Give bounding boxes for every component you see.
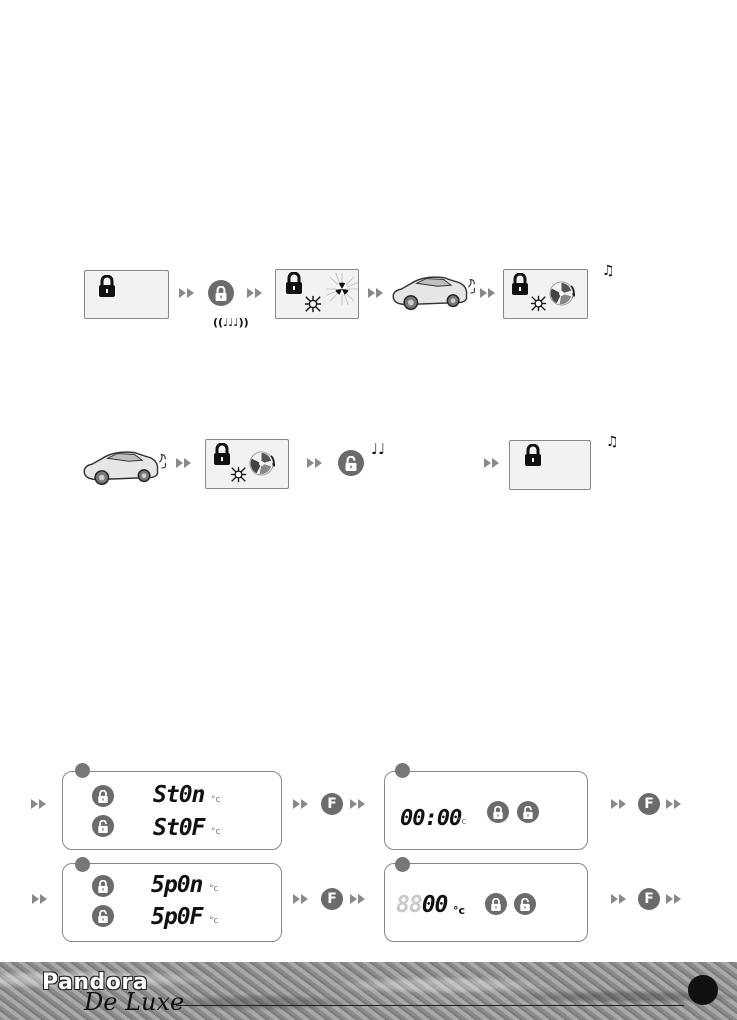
fast-forward-arrow-icon bbox=[176, 458, 192, 468]
lock-closed-icon bbox=[97, 880, 109, 893]
fast-forward-arrow-icon bbox=[31, 799, 47, 809]
lock-closed-icon bbox=[97, 275, 117, 297]
car-icon bbox=[387, 268, 475, 316]
segment-display-stop-on: 5p0n bbox=[151, 872, 203, 898]
degree-unit-label: °c bbox=[457, 817, 467, 827]
unlock-button[interactable] bbox=[514, 893, 536, 915]
fast-forward-arrow-icon bbox=[368, 288, 384, 298]
fan-icon bbox=[548, 280, 575, 307]
f-button[interactable]: F bbox=[321, 793, 343, 815]
settings-panel-temperature: 8800 °c bbox=[384, 857, 588, 942]
settings-panel-time: 00:00 °c bbox=[384, 763, 588, 850]
unlock-button[interactable] bbox=[92, 815, 114, 837]
degree-unit-label: °c bbox=[453, 904, 466, 917]
fan-icon bbox=[248, 450, 275, 477]
lock-button[interactable] bbox=[92, 785, 114, 807]
degree-unit-label: °c bbox=[211, 827, 221, 837]
fast-forward-arrow-icon bbox=[350, 799, 366, 809]
lock-closed-icon bbox=[523, 444, 543, 466]
engine-start-icon bbox=[304, 295, 322, 313]
segment-display-temperature: 8800 bbox=[396, 892, 449, 918]
lock-closed-icon bbox=[510, 273, 530, 295]
page-number-circle bbox=[688, 975, 718, 1005]
lock-open-icon bbox=[522, 806, 534, 819]
lock-open-icon bbox=[519, 898, 531, 911]
settings-panel-stop: 5p0n °c 5p0F °c bbox=[62, 857, 282, 942]
temperature-value: 00 bbox=[421, 892, 449, 918]
brand-logo-deluxe: De Luxe bbox=[84, 988, 185, 1016]
fast-forward-arrow-icon bbox=[480, 288, 496, 298]
segment-display-time: 00:00 bbox=[400, 806, 462, 831]
fast-forward-arrow-icon bbox=[307, 458, 323, 468]
lcd-engine-start-display bbox=[275, 269, 359, 319]
fast-forward-arrow-icon bbox=[611, 799, 627, 809]
lcd-armed-display bbox=[509, 440, 591, 490]
settings-panel-start: St0n °c St0F °c bbox=[62, 763, 282, 850]
unlock-button[interactable] bbox=[517, 801, 539, 823]
f-button[interactable]: F bbox=[638, 888, 660, 910]
panel-number-badge bbox=[75, 763, 90, 778]
footer-rule bbox=[176, 1005, 684, 1006]
fast-forward-arrow-icon bbox=[611, 894, 627, 904]
panel-number-badge bbox=[395, 763, 410, 778]
lock-button[interactable] bbox=[208, 280, 234, 306]
lock-closed-icon bbox=[97, 790, 109, 803]
lock-closed-icon bbox=[212, 443, 232, 465]
fast-forward-arrow-icon bbox=[247, 288, 263, 298]
f-button[interactable]: F bbox=[638, 793, 660, 815]
lcd-running-display bbox=[503, 269, 588, 319]
ghost-segments: 88 bbox=[396, 892, 423, 918]
fast-forward-arrow-icon bbox=[484, 458, 500, 468]
segment-display-start-on: St0n bbox=[153, 782, 205, 808]
music-note-icon: ♩♩ bbox=[371, 440, 386, 458]
hazard-blink-icon bbox=[326, 273, 358, 305]
unlock-button[interactable] bbox=[338, 450, 364, 476]
lock-open-icon bbox=[97, 910, 109, 923]
lcd-armed-display bbox=[84, 270, 169, 319]
car-icon bbox=[78, 443, 166, 491]
engine-start-icon bbox=[230, 466, 247, 483]
panel-number-badge bbox=[395, 857, 410, 872]
panel-number-badge bbox=[75, 857, 90, 872]
brand-logo-pandora: Pandora bbox=[42, 970, 149, 995]
lock-closed-icon bbox=[490, 898, 502, 911]
lock-closed-icon bbox=[214, 286, 228, 301]
fast-forward-arrow-icon bbox=[293, 894, 309, 904]
lock-open-icon bbox=[344, 456, 358, 471]
lock-button[interactable] bbox=[485, 893, 507, 915]
f-button[interactable]: F bbox=[321, 888, 343, 910]
engine-start-icon bbox=[530, 295, 547, 312]
music-note-icon: ♫ bbox=[602, 263, 615, 279]
lock-button[interactable] bbox=[487, 801, 509, 823]
degree-unit-label: °c bbox=[209, 884, 219, 894]
lock-open-icon bbox=[97, 820, 109, 833]
unlock-button[interactable] bbox=[92, 905, 114, 927]
music-note-icon: ♫ bbox=[606, 434, 619, 450]
degree-unit-label: °c bbox=[209, 916, 219, 926]
lock-closed-icon bbox=[492, 806, 504, 819]
fast-forward-arrow-icon bbox=[350, 894, 366, 904]
fast-forward-arrow-icon bbox=[666, 799, 682, 809]
segment-display-start-off: St0F bbox=[153, 815, 205, 841]
footer-marble-band bbox=[0, 962, 737, 1020]
segment-display-stop-off: 5p0F bbox=[151, 904, 203, 930]
degree-unit-label: °c bbox=[211, 795, 221, 805]
lock-closed-icon bbox=[284, 272, 304, 294]
beep-notes-label: ((♩♩♩)) bbox=[213, 316, 249, 329]
fast-forward-arrow-icon bbox=[32, 894, 48, 904]
lock-button[interactable] bbox=[92, 875, 114, 897]
fast-forward-arrow-icon bbox=[179, 288, 195, 298]
lcd-running-display bbox=[205, 439, 289, 489]
fast-forward-arrow-icon bbox=[666, 894, 682, 904]
fast-forward-arrow-icon bbox=[293, 799, 309, 809]
